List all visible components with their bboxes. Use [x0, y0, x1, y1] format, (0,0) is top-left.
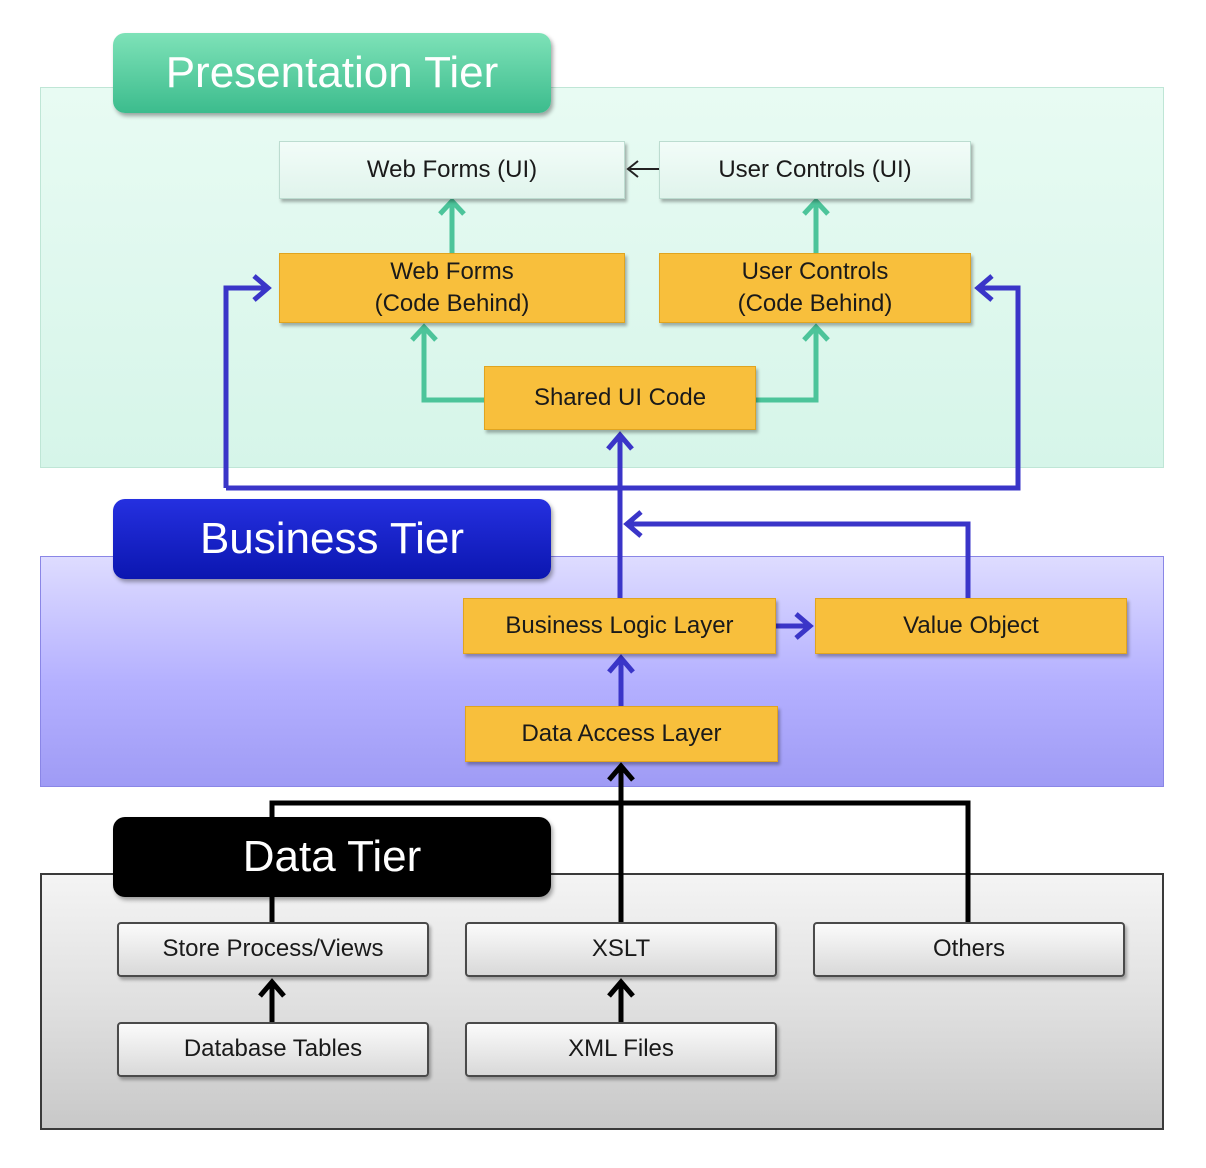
store-process-views-box: Store Process/Views [117, 922, 429, 977]
user-controls-ui-box: User Controls (UI) [659, 141, 971, 199]
user-controls-code-behind-box: User Controls (Code Behind) [659, 253, 971, 323]
web-forms-ui-box: Web Forms (UI) [279, 141, 625, 199]
data-access-layer-box: Data Access Layer [465, 706, 778, 762]
presentation-tier-title: Presentation Tier [113, 33, 551, 113]
others-box: Others [813, 922, 1125, 977]
value-object-box: Value Object [815, 598, 1127, 654]
xslt-box: XSLT [465, 922, 777, 977]
web-forms-code-behind-box: Web Forms (Code Behind) [279, 253, 625, 323]
xml-files-box: XML Files [465, 1022, 777, 1077]
data-tier-panel [40, 873, 1164, 1130]
data-tier-title: Data Tier [113, 817, 551, 897]
shared-ui-code-box: Shared UI Code [484, 366, 756, 430]
business-tier-title: Business Tier [113, 499, 551, 579]
database-tables-box: Database Tables [117, 1022, 429, 1077]
business-logic-layer-box: Business Logic Layer [463, 598, 776, 654]
